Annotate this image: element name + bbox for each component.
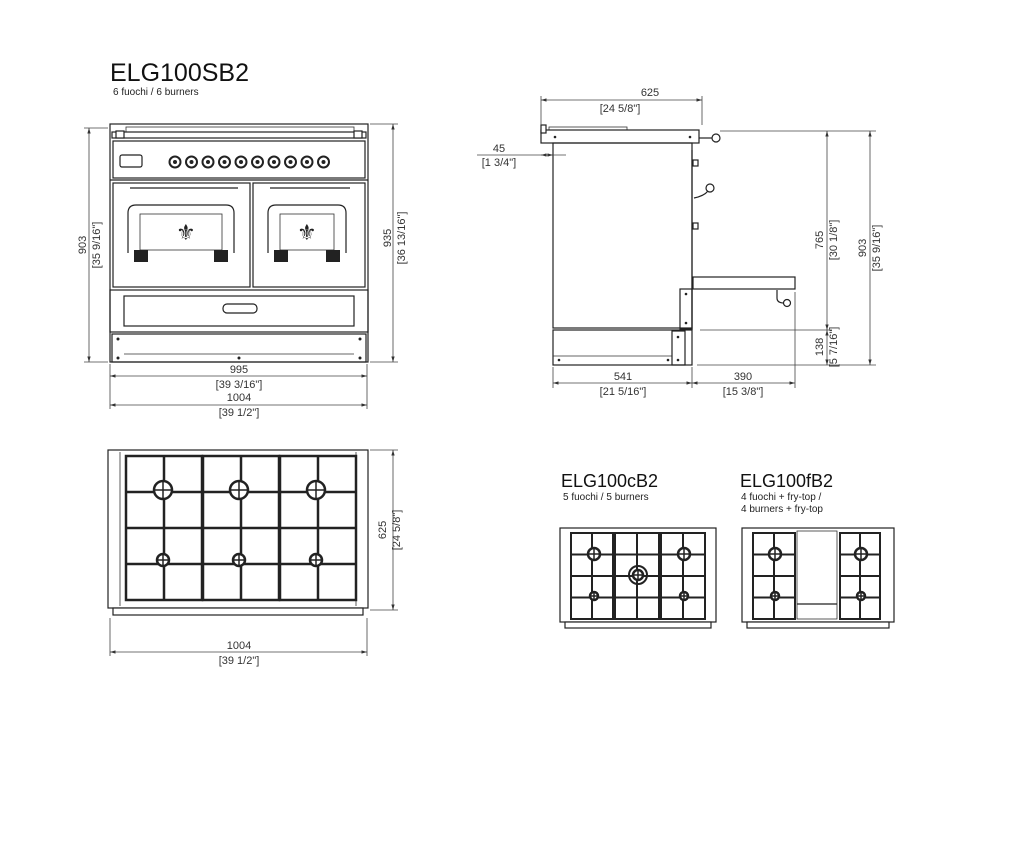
dim-height-mid-in: [30 1/8"] <box>828 220 840 261</box>
variant-c-subtitle: 5 fuochi / 5 burners <box>563 492 649 503</box>
front-dimensions: 903 [35 9/16"] 935 [36 13/16"] 995 [39 3… <box>77 123 408 419</box>
variant-f-subtitle-2: 4 burners + fry-top <box>741 504 823 515</box>
model-subtitle: 6 fuochi / 6 burners <box>113 87 199 98</box>
knob-icon <box>267 155 281 169</box>
variant-f-title: ELG100fB2 <box>740 471 833 491</box>
burner-icon <box>152 479 174 501</box>
burner-icon <box>231 552 247 568</box>
dim-height-total-in: [35 9/16"] <box>871 225 883 272</box>
dim-top-depth-in: [24 5/8"] <box>391 510 403 551</box>
dim-width-inner: 995 <box>230 364 248 376</box>
burner-icon <box>588 590 600 602</box>
knob-icon <box>234 155 248 169</box>
burner-icon <box>155 552 171 568</box>
dim-drawer-open: 390 <box>734 371 752 383</box>
dim-width-outer-in: [39 1/2"] <box>219 407 260 419</box>
burner-icon <box>853 546 869 562</box>
dim-height-left: 903 <box>77 236 89 254</box>
dim-drawer-open-in: [15 3/8"] <box>723 386 764 398</box>
dim-height-right-in: [36 13/16"] <box>396 212 408 265</box>
burner-icon <box>586 546 602 562</box>
burner-icon <box>678 590 690 602</box>
dim-top-depth: 625 <box>377 521 389 539</box>
front-view: ⚜ ⚜ <box>109 123 369 363</box>
dim-plinth: 138 <box>814 338 826 356</box>
knob-icon <box>284 155 297 169</box>
dim-height-left-in: [35 9/16"] <box>91 222 103 269</box>
knob-icon <box>317 155 330 169</box>
dim-body-depth-in: [21 5/16"] <box>600 386 647 398</box>
dim-height-total: 903 <box>857 239 869 257</box>
burner-icon <box>767 546 783 562</box>
dim-height-right: 935 <box>382 229 394 247</box>
burner-icon <box>769 590 781 602</box>
dim-depth-in: [24 5/8"] <box>600 103 641 115</box>
fry-top-plate <box>796 530 838 620</box>
dim-width-inner-in: [39 3/16"] <box>216 379 263 391</box>
variant-f-subtitle-1: 4 fuochi + fry-top / <box>741 492 822 503</box>
knob-icon <box>168 155 182 169</box>
top-dimensions: 625 [24 5/8"] 1004 [39 1/2"] <box>109 449 403 667</box>
top-view <box>107 449 369 616</box>
burner-icon <box>631 568 645 582</box>
dim-height-mid: 765 <box>814 231 826 249</box>
burner-icon <box>308 552 324 568</box>
dim-body-depth: 541 <box>614 371 632 383</box>
dim-overhang: 45 <box>493 143 505 155</box>
side-view <box>540 124 796 366</box>
burner-icon <box>855 590 867 602</box>
dim-width-outer: 1004 <box>227 392 251 404</box>
dim-top-width: 1004 <box>227 640 251 652</box>
dim-overhang-in: [1 3/4"] <box>482 157 516 169</box>
variant-f-top-view <box>741 527 895 629</box>
knob-icon <box>300 155 314 169</box>
dim-depth: 625 <box>641 87 659 99</box>
right-oven-door: ⚜ <box>267 187 350 262</box>
burner-icon <box>676 546 692 562</box>
knob-icon <box>218 155 231 169</box>
fleur-de-lis-icon: ⚜ <box>297 220 317 245</box>
burner-icon <box>305 479 327 501</box>
knob-icon <box>201 155 215 169</box>
dim-plinth-in: [5 7/16"] <box>828 327 840 368</box>
burner-icon <box>228 479 250 501</box>
fleur-de-lis-icon: ⚜ <box>176 220 196 245</box>
knob-icon <box>185 155 198 169</box>
variant-c-title: ELG100cB2 <box>561 471 658 491</box>
variant-c-top-view <box>559 527 717 629</box>
side-dimensions: 625 [24 5/8"] 45 [1 3/4"] 765 [30 1/8"] … <box>477 87 883 398</box>
dim-top-width-in: [39 1/2"] <box>219 655 260 667</box>
model-title: ELG100SB2 <box>110 59 249 87</box>
left-oven-door: ⚜ <box>127 187 238 262</box>
knob-icon <box>251 155 264 169</box>
control-knobs <box>168 155 330 169</box>
